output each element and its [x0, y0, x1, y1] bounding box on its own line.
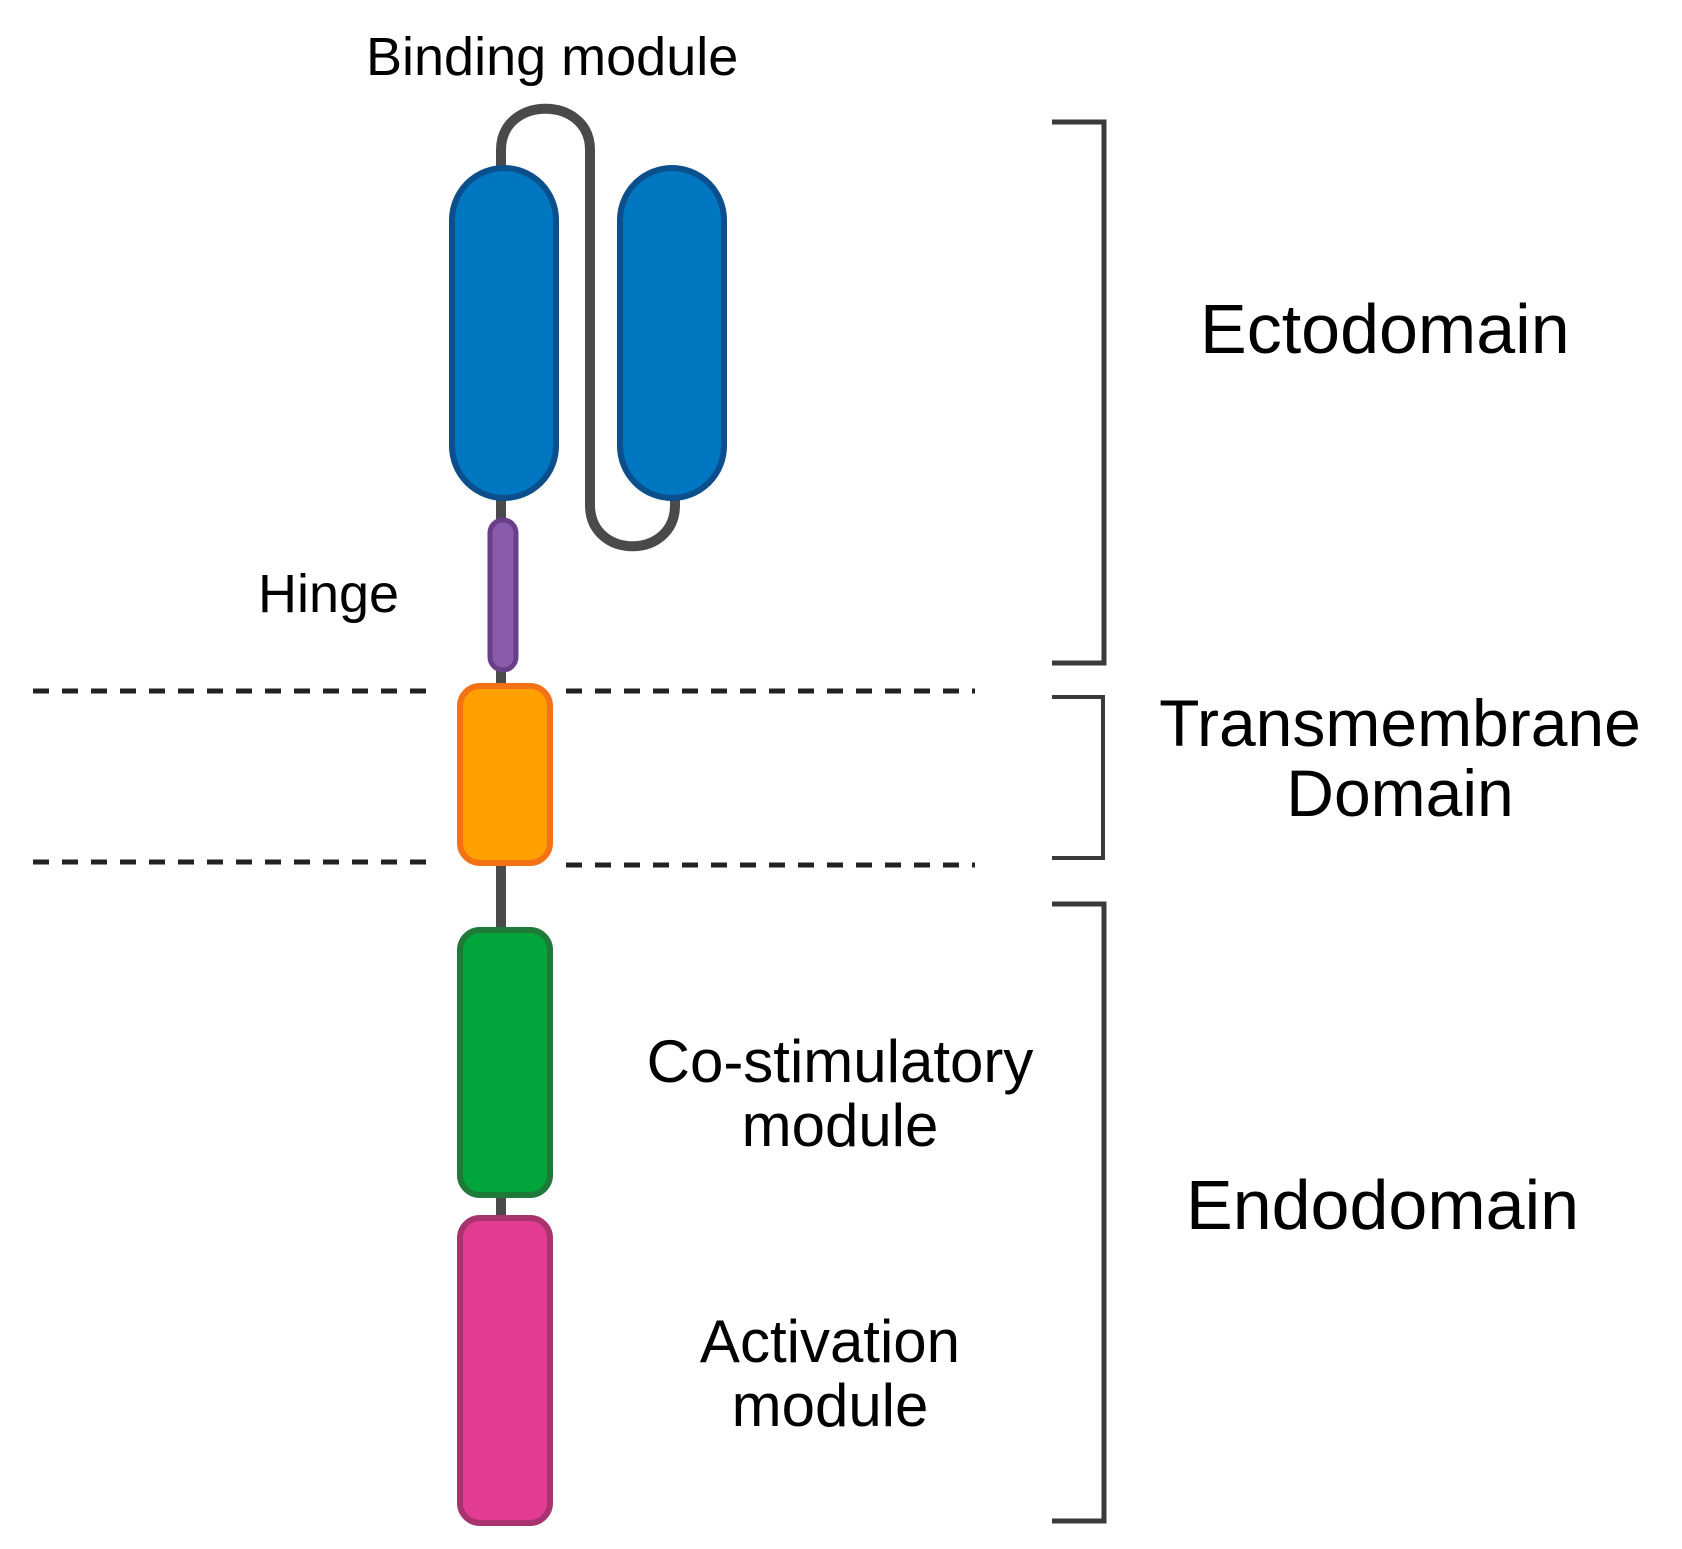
costimulatory-module-label: Co-stimulatory module	[580, 1030, 1100, 1158]
endodomain-bracket	[1052, 901, 1107, 1524]
binding-domain-left	[449, 165, 559, 501]
binding-module-label: Binding module	[366, 27, 739, 87]
transmembrane-domain-label: Transmembrane Domain	[1130, 688, 1670, 828]
transmembrane-segment	[457, 683, 553, 866]
activation-label-line1: Activation	[699, 1308, 961, 1375]
activation-module-label: Activation module	[580, 1310, 1080, 1438]
costimulatory-segment	[457, 927, 553, 1198]
transmembrane-label-line1: Transmembrane	[1159, 686, 1641, 760]
ectodomain-label: Ectodomain	[1200, 290, 1570, 368]
transmembrane-bracket	[1052, 695, 1105, 860]
activation-label-line2: module	[731, 1372, 929, 1439]
hinge-segment	[487, 517, 519, 673]
ectodomain-bracket	[1052, 119, 1107, 666]
hinge-label: Hinge	[258, 564, 400, 624]
endodomain-label: Endodomain	[1186, 1166, 1580, 1244]
transmembrane-label-line2: Domain	[1286, 756, 1514, 830]
costimulatory-label-line2: module	[741, 1092, 939, 1159]
binding-domain-right	[617, 165, 727, 501]
costimulatory-label-line1: Co-stimulatory	[646, 1028, 1034, 1095]
binding-loop-linker	[496, 103, 680, 552]
activation-segment	[457, 1215, 553, 1526]
